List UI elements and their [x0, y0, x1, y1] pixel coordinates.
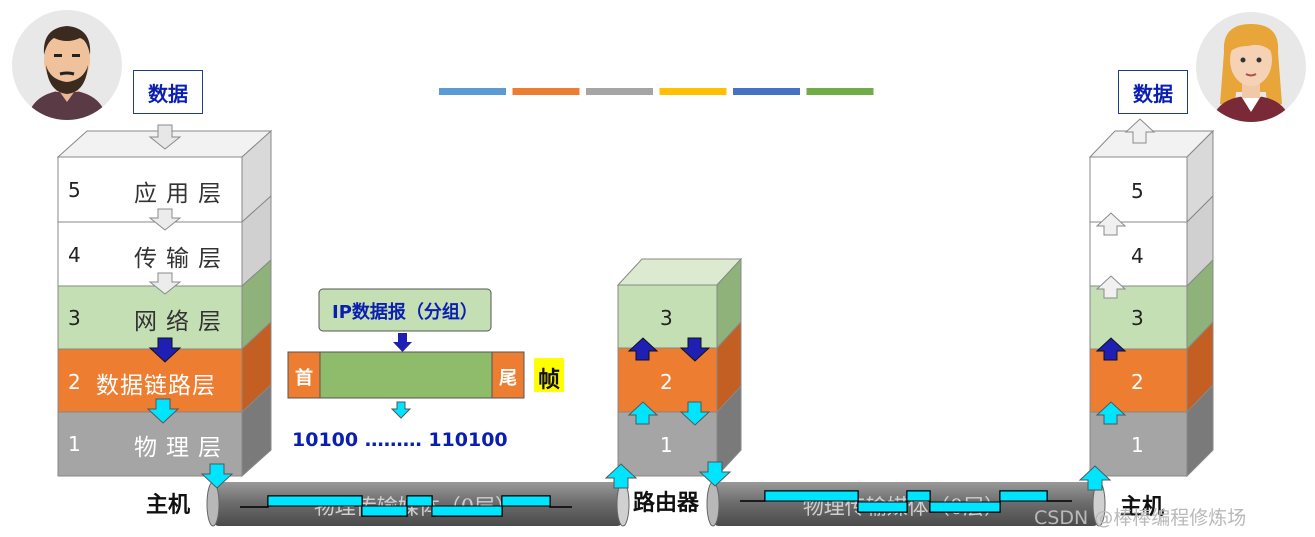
- left-layer-5: [57, 156, 243, 223]
- frame-label-highlight: [534, 358, 564, 392]
- router-layer-2-num: 2: [660, 370, 673, 394]
- frame-tail: [491, 351, 525, 399]
- arrow-up-media-to-router: [604, 463, 638, 489]
- left-layer-4-num: 4: [68, 243, 81, 267]
- frame-box: [287, 351, 525, 399]
- left-layer-3: [57, 285, 243, 350]
- female-user-avatar: [1196, 12, 1306, 122]
- arrow-down-network-to-link: [148, 337, 182, 363]
- router-arrows: [604, 337, 732, 489]
- right-signal-pulse-4: [929, 501, 1001, 513]
- arrow-down-physical-to-media: [200, 463, 234, 489]
- right-layer-1-num: 1: [1131, 433, 1144, 457]
- right-layer-4-num: 4: [1131, 244, 1144, 268]
- right-signal-pulse-2: [857, 501, 908, 513]
- left-layer-5-num: 5: [68, 178, 81, 202]
- frame-head-label: 首: [295, 368, 313, 389]
- right-signal-pulse-3: [906, 490, 931, 502]
- right-pipe-end-a: [706, 481, 720, 527]
- arrow-up-right-3-to-4: [1095, 275, 1127, 299]
- frame-diagram: [287, 288, 564, 419]
- left-layer-3-num: 3: [68, 306, 81, 330]
- arrow-down-transport-to-network: [148, 272, 182, 295]
- male-user-icon: [12, 10, 122, 120]
- router-layer-1-num: 1: [660, 433, 673, 457]
- right-signal-pulse-1: [764, 490, 859, 502]
- left-data-box: 数据: [133, 70, 203, 114]
- watermark: CSDN @棒棒编程修炼场: [1034, 507, 1247, 529]
- arrow-up-right-1-to-2: [1095, 401, 1127, 425]
- arrow-up-router-1-to-2: [627, 401, 659, 425]
- left-host-stack: [56, 129, 273, 478]
- right-stack-arrows: [1078, 118, 1156, 491]
- left-layer-1-num: 1: [68, 432, 81, 456]
- left-transmission-pipe: 物理传输媒体（0层）: [206, 481, 630, 527]
- right-layer-3-num: 3: [1131, 306, 1144, 330]
- male-user-avatar: [12, 10, 122, 120]
- legend-bar-4: [659, 88, 727, 95]
- left-signal-pulse-1: [267, 495, 363, 507]
- left-signal-pulse-2: [361, 505, 408, 517]
- legend-bar-6: [806, 88, 874, 95]
- arrow-down-app-to-transport: [148, 208, 182, 231]
- router-label: 路由器: [633, 491, 700, 516]
- router-layer-1: [617, 411, 718, 477]
- legend-bar-2: [512, 88, 580, 95]
- left-pipe-end-a: [206, 481, 220, 527]
- arrow-up-to-right-data: [1124, 118, 1156, 144]
- arrow-down-router-to-media: [698, 461, 732, 487]
- right-layer-2-num: 2: [1131, 370, 1144, 394]
- legend-bar-3: [586, 88, 653, 95]
- left-signal-pulse-4: [431, 505, 503, 517]
- legend-bar-5: [733, 88, 800, 95]
- left-signal-pulse-3: [406, 495, 433, 507]
- arrow-down-data-to-app: [148, 124, 182, 150]
- left-layer-4-name: 传输层: [134, 246, 230, 272]
- router-layer-3-num: 3: [660, 306, 673, 330]
- arrow-up-media-to-right-host: [1078, 465, 1112, 491]
- ip-datagram-box: [318, 288, 492, 332]
- router-stack: [616, 257, 743, 478]
- arrow-down-router-2-to-1: [679, 401, 711, 426]
- router-layer-2: [617, 347, 718, 413]
- arrow-down-link-to-physical: [146, 398, 180, 424]
- female-user-icon: [1196, 12, 1306, 122]
- left-layer-5-name: 应用层: [134, 181, 230, 207]
- bit-stream-label: 10100 ……… 110100: [292, 429, 508, 451]
- right-host-stack: [1088, 129, 1215, 478]
- arrow-up-right-2-to-3: [1095, 337, 1127, 361]
- arrow-up-right-4-to-5: [1095, 212, 1127, 236]
- right-signal-pulse-5: [999, 490, 1048, 502]
- ip-datagram-label: IP数据报（分组）: [332, 302, 478, 323]
- right-layer-5-num: 5: [1131, 179, 1144, 203]
- left-pipe-end-b: [616, 481, 630, 527]
- right-transmission-pipe: 物理传输媒体（0层）: [706, 481, 1106, 527]
- left-signal-pulse-5: [501, 495, 551, 507]
- left-layer-2-name: 数据链路层: [96, 373, 216, 399]
- frame-head: [287, 351, 321, 399]
- arrow-up-router-2-to-3: [627, 337, 659, 361]
- left-layer-4: [57, 221, 243, 287]
- left-layer-3-name: 网络层: [134, 309, 230, 335]
- arrow-down-frame-to-bits: [390, 401, 412, 419]
- legend-bar-1: [439, 88, 506, 95]
- left-layer-2: [57, 348, 243, 413]
- arrow-down-router-3-to-2: [679, 337, 711, 362]
- left-layer-1-name: 物理层: [134, 435, 230, 461]
- frame-tail-label: 尾: [499, 368, 517, 389]
- left-layer-2-num: 2: [68, 370, 81, 394]
- color-legend: [439, 88, 874, 95]
- right-data-box: 数据: [1118, 70, 1188, 114]
- frame-label: 帧: [537, 368, 560, 393]
- arrow-down-ip-to-frame: [393, 333, 412, 352]
- left-stack-arrows: [146, 124, 234, 489]
- left-host-label: 主机: [146, 493, 191, 518]
- right-host-label: 主机: [1120, 495, 1165, 520]
